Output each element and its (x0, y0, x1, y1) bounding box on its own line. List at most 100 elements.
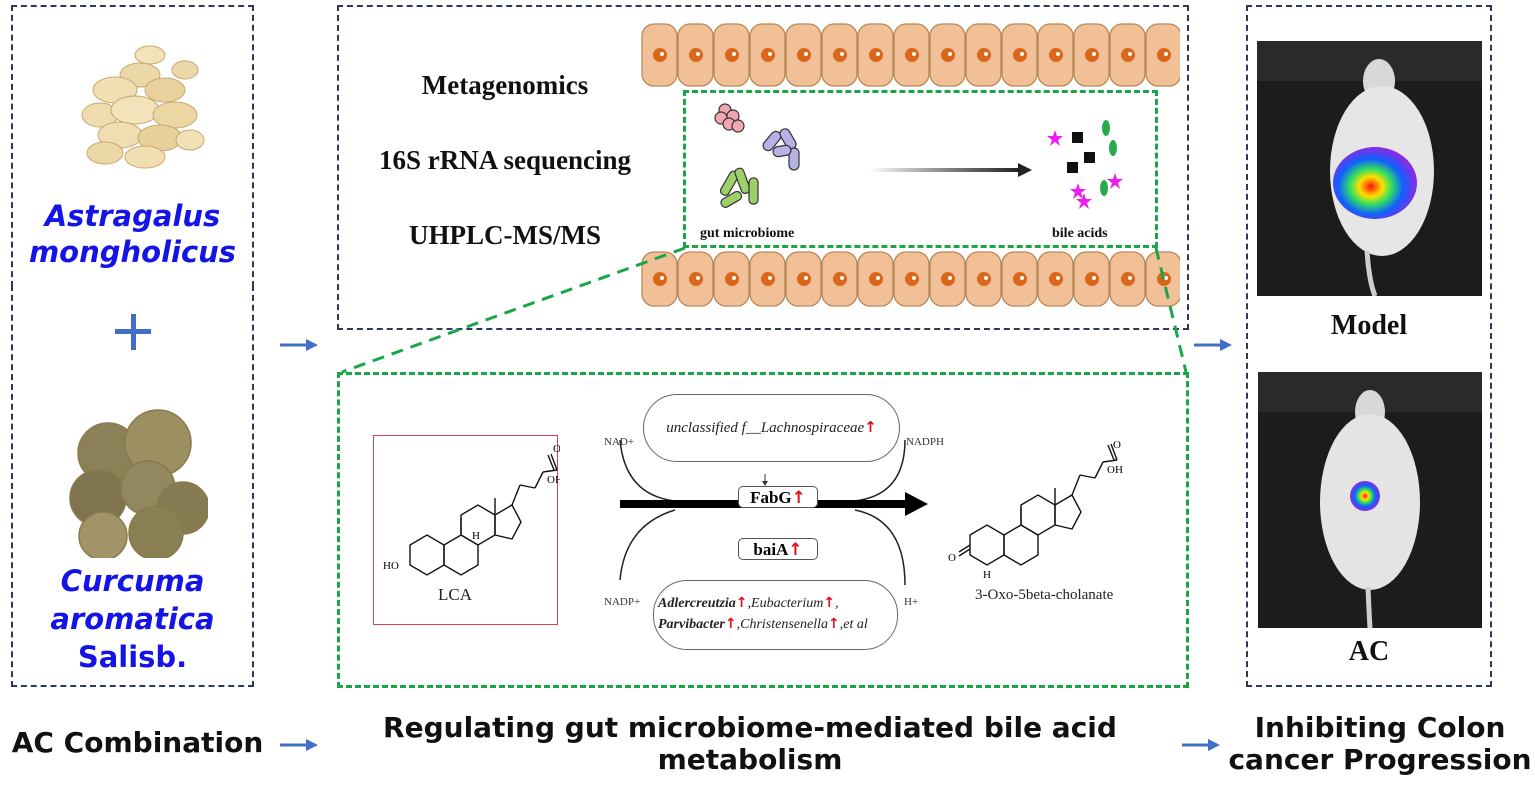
lumen-zoom-box (683, 90, 1158, 248)
cell-nucleus (1121, 48, 1135, 62)
nucleus-highlight (984, 276, 988, 280)
taxon-christensenella: Christensenella (740, 617, 828, 632)
cell-nucleus (1085, 272, 1099, 286)
enzyme-fabg-label: FabG (750, 488, 792, 507)
herbs-panel-lower (11, 285, 254, 687)
cell-nucleus (1157, 48, 1171, 62)
lca-h-label: H (472, 530, 480, 542)
pathway-caption: Regulating gut microbiome-mediated bile … (330, 711, 1170, 777)
nucleus-highlight (732, 52, 736, 56)
lca-o-label: O (553, 443, 560, 455)
bottom-taxa-pill (653, 580, 898, 650)
astragalus-slices-photo (81, 45, 205, 169)
product-o-acid-label: O (1113, 440, 1121, 451)
nucleus-highlight (696, 276, 700, 280)
cofactor-h: H+ (904, 596, 919, 608)
herb1-name: Astragalus mongholicus (20, 198, 245, 270)
bile-acid-pathway-box (337, 372, 1189, 688)
nucleus-highlight (1056, 52, 1060, 56)
zoom-connector-lines (341, 246, 1188, 374)
product-label: 3-Oxo-5beta-cholanate (975, 587, 1114, 603)
top-taxa-pill (643, 394, 900, 462)
nucleus-highlight (840, 276, 844, 280)
herb2-name: Curcuma aromatica Salisb. (20, 562, 245, 676)
lca-oh-label: OH (547, 474, 560, 486)
cell-nucleus (725, 48, 739, 62)
nucleus-highlight (876, 276, 880, 280)
cell-nucleus (941, 48, 955, 62)
nucleus-highlight (696, 52, 700, 56)
nucleus-highlight (1092, 52, 1096, 56)
flow-arrow-mid-right (1194, 339, 1232, 351)
cell-nucleus (1085, 48, 1099, 62)
plus-sign (113, 312, 153, 352)
bottom-taxa-line2: Parvibacter↑,Christensenella↑,et al (658, 616, 868, 632)
nucleus-highlight (1128, 52, 1132, 56)
model-mouse-bioluminescence (1257, 41, 1482, 296)
herb2-name-line1: Curcuma (60, 564, 205, 598)
nucleus-highlight (912, 52, 916, 56)
product-oxo-label: O (948, 552, 956, 564)
method-uhplc: UHPLC-MS/MS (409, 220, 601, 250)
outcome-caption-line2: cancer Progression (1228, 743, 1532, 777)
nucleus-highlight (1020, 52, 1024, 56)
top-taxa-text: unclassified f__Lachnospiraceae↑ (643, 418, 900, 437)
herb1-name-line2: mongholicus (28, 235, 237, 269)
herb2-name-line3: Salisb. (77, 640, 188, 674)
lca-structure: O OH HO H (383, 443, 560, 576)
cell-nucleus (905, 48, 919, 62)
cell-nucleus (833, 272, 847, 286)
product-h-label: H (983, 569, 991, 581)
cell-nucleus (797, 272, 811, 286)
cell-nucleus (1049, 48, 1063, 62)
bile-acids-label: bile acids (1052, 226, 1108, 241)
nucleus-highlight (1164, 52, 1168, 56)
lca-box (373, 435, 558, 625)
cell-nucleus (941, 272, 955, 286)
taxa-suffix: et al (843, 617, 868, 632)
nucleus-highlight (804, 52, 808, 56)
taxon-eubacterium: Eubacterium (751, 596, 824, 611)
enzyme-fabg: FabG↑ (738, 486, 818, 508)
conversion-arrow (870, 163, 1032, 177)
nucleus-highlight (984, 52, 988, 56)
product-structure: O OH O H (948, 440, 1123, 581)
up-arrow-icon: ↑ (864, 418, 877, 436)
curcuma-slices-photo (69, 409, 208, 558)
model-label: Model (1330, 310, 1408, 341)
taxon-parvibacter: Parvibacter (658, 617, 725, 632)
cell-nucleus (977, 272, 991, 286)
taxon-adlercreutzia: Adlercreutzia (658, 596, 736, 611)
herb1-name-line1: Astragalus (44, 199, 221, 233)
nucleus-highlight (768, 276, 772, 280)
flow-arrow-left-caption (280, 739, 318, 751)
method-16s: 16S rRNA sequencing (378, 145, 632, 175)
nucleus-highlight (1020, 276, 1024, 280)
cell-nucleus (1013, 272, 1027, 286)
gut-microbiome-label: gut microbiome (700, 226, 795, 241)
lca-label: LCA (438, 585, 472, 604)
lca-ho-label: HO (383, 560, 399, 572)
cell-nucleus (725, 272, 739, 286)
cofactor-nad: NAD+ (604, 436, 635, 448)
cell-nucleus (833, 48, 847, 62)
cell-nucleus (869, 48, 883, 62)
up-arrow-icon: ↑ (823, 595, 836, 611)
nucleus-highlight (660, 52, 664, 56)
pathway-caption-line1: Regulating gut microbiome-mediated bile … (383, 711, 1117, 744)
outcome-caption-line1: Inhibiting Colon (1254, 711, 1506, 744)
methods-panel (337, 5, 1189, 330)
up-arrow-icon: ↑ (828, 616, 840, 632)
epithelium-bottom (641, 251, 1180, 307)
nucleus-highlight (1128, 276, 1132, 280)
nucleus-highlight (804, 276, 808, 280)
pathway-caption-line2: metabolism (657, 743, 843, 777)
top-taxa-prefix: unclassified f__ (666, 420, 761, 436)
nucleus-highlight (912, 276, 916, 280)
cell-nucleus (1121, 272, 1135, 286)
model-mouse-image (1257, 41, 1482, 296)
gut-microbes-icon (714, 103, 800, 208)
cell-nucleus (869, 272, 883, 286)
cell-nucleus (653, 272, 667, 286)
enzyme-baia: baiA↑ (738, 538, 818, 560)
